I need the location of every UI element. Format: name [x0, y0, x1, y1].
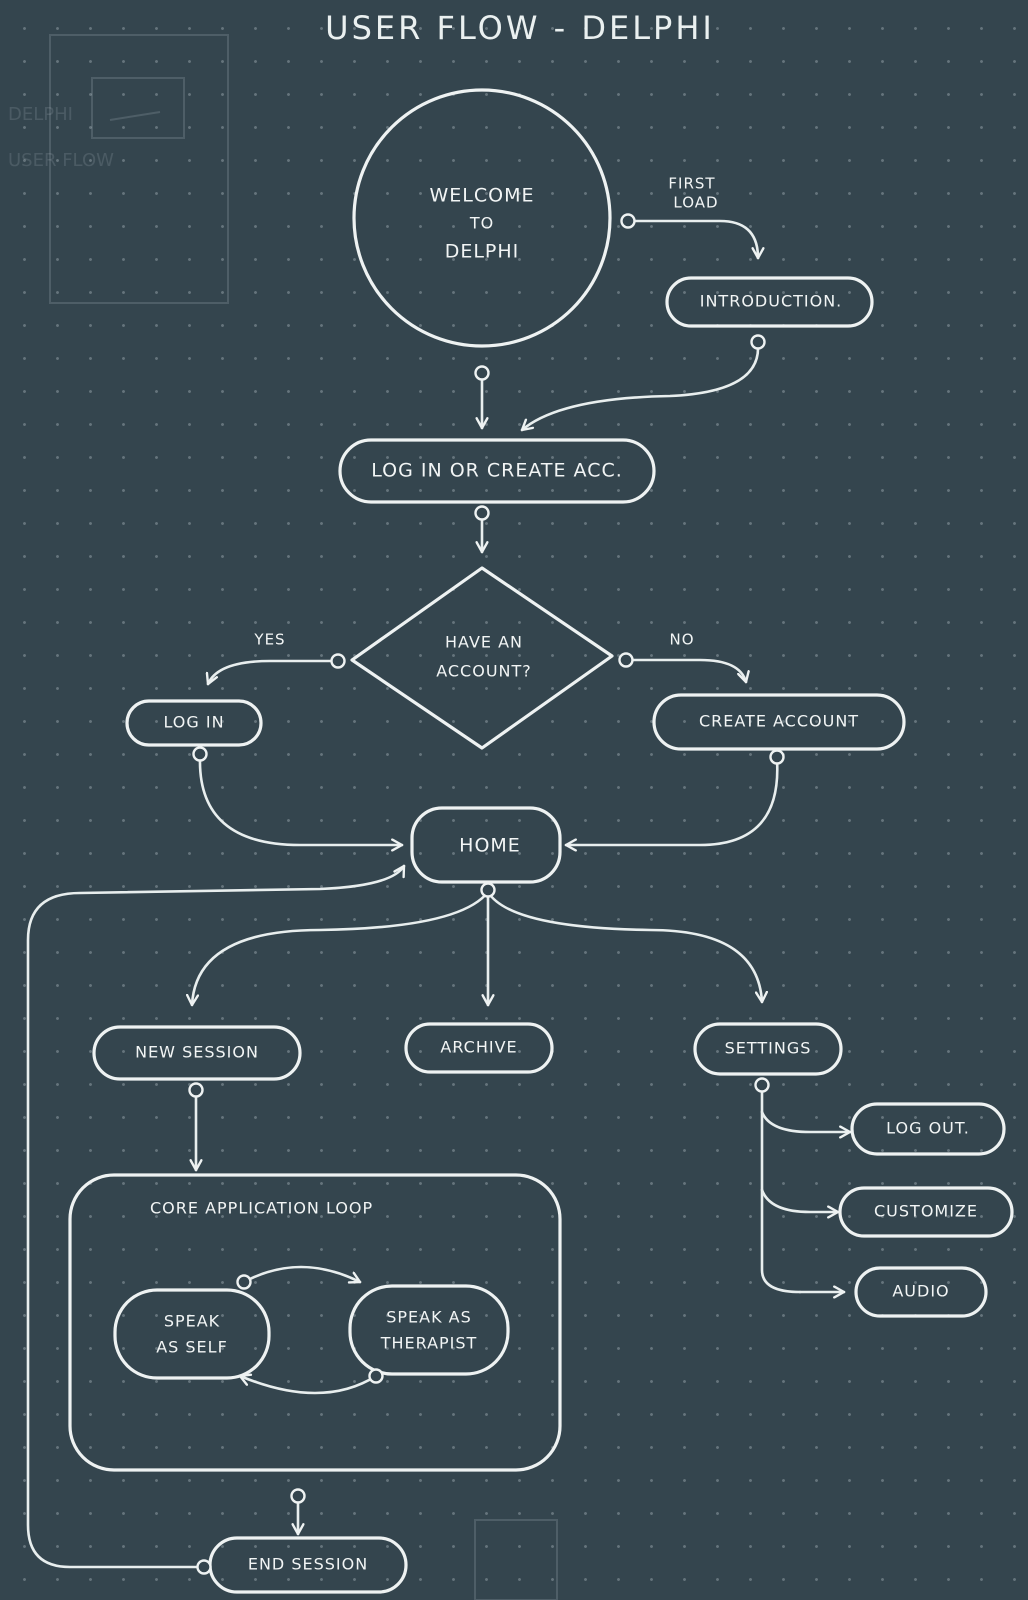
edge-settings-trunk	[760, 1085, 802, 1294]
speak-as-therapist-line-1: SPEAK AS	[386, 1308, 472, 1327]
edge-settings-to-log-out	[760, 1110, 852, 1132]
first-load-label-1: FIRST	[668, 175, 715, 193]
node-core-application-loop: CORE APPLICATION LOOP	[68, 1173, 562, 1472]
new-session-label: NEW SESSION	[135, 1043, 259, 1062]
node-speak-as-self: SPEAK AS SELF	[113, 1288, 271, 1380]
node-speak-as-therapist: SPEAK AS THERAPIST	[348, 1284, 510, 1376]
edge-create-account-to-home	[564, 758, 779, 845]
erased-text-1: DELPHI	[8, 104, 73, 125]
yes-label: YES	[253, 631, 285, 649]
first-load-label-2: LOAD	[673, 194, 718, 212]
node-login-or-create: LOG IN OR CREATE ACC.	[338, 438, 656, 504]
welcome-line-2: TO	[469, 214, 494, 233]
edge-home-to-settings	[486, 890, 762, 1004]
customize-label: CUSTOMIZE	[874, 1202, 978, 1221]
erased-text-2: USER FLOW	[8, 150, 114, 171]
edge-home-to-new-session	[192, 890, 490, 1007]
log-out-label: LOG OUT.	[886, 1119, 970, 1138]
edge-settings-to-customize	[760, 1188, 840, 1212]
speak-as-self-line-1: SPEAK	[164, 1312, 220, 1331]
decision-line-1: HAVE AN	[445, 633, 523, 652]
edge-log-in-to-home	[198, 756, 404, 845]
log-in-label: LOG IN	[163, 713, 224, 732]
node-welcome: WELCOME TO DELPHI	[352, 88, 612, 348]
welcome-line-1: WELCOME	[430, 185, 535, 207]
node-new-session: NEW SESSION	[92, 1025, 302, 1081]
archive-label: ARCHIVE	[440, 1038, 517, 1057]
core-loop-label: CORE APPLICATION LOOP	[150, 1199, 373, 1218]
edge-self-to-therapist	[242, 1265, 362, 1282]
login-or-create-label: LOG IN OR CREATE ACC.	[371, 460, 623, 482]
speak-as-therapist-line-2: THERAPIST	[380, 1334, 478, 1353]
node-audio: AUDIO	[854, 1266, 988, 1318]
edge-welcome-to-introduction	[626, 219, 758, 260]
welcome-line-3: DELPHI	[445, 241, 520, 263]
edge-therapist-to-self	[238, 1376, 378, 1395]
home-label: HOME	[459, 835, 521, 857]
node-home: HOME	[410, 806, 562, 884]
edge-introduction-to-login-or-create	[520, 344, 760, 432]
create-account-label: CREATE ACCOUNT	[699, 712, 859, 731]
node-customize: CUSTOMIZE	[838, 1186, 1014, 1238]
node-create-account: CREATE ACCOUNT	[652, 693, 906, 751]
end-session-label: END SESSION	[248, 1555, 368, 1574]
node-archive: ARCHIVE	[404, 1022, 554, 1074]
settings-label: SETTINGS	[725, 1039, 812, 1058]
connectors	[26, 219, 852, 1569]
connector-dots	[188, 213, 785, 1575]
edge-end-session-to-home	[26, 864, 406, 1569]
edge-no-to-create-account	[624, 658, 746, 684]
node-log-in: LOG IN	[125, 699, 263, 747]
speak-as-self-line-2: AS SELF	[156, 1338, 228, 1357]
diagram-title: USER FLOW - DELPHI	[325, 9, 715, 47]
node-introduction: INTRODUCTION.	[665, 276, 874, 328]
decision-line-2: ACCOUNT?	[436, 662, 532, 681]
introduction-label: INTRODUCTION.	[700, 292, 843, 311]
node-settings: SETTINGS	[693, 1022, 843, 1076]
node-end-session: END SESSION	[208, 1536, 408, 1594]
node-have-account-decision: HAVE AN ACCOUNT?	[350, 566, 614, 750]
erased-sketch: DELPHI USER FLOW	[8, 34, 558, 1600]
no-label: NO	[669, 631, 694, 649]
edge-yes-to-log-in	[208, 659, 339, 686]
node-log-out: LOG OUT.	[850, 1102, 1006, 1156]
audio-label: AUDIO	[892, 1282, 949, 1301]
